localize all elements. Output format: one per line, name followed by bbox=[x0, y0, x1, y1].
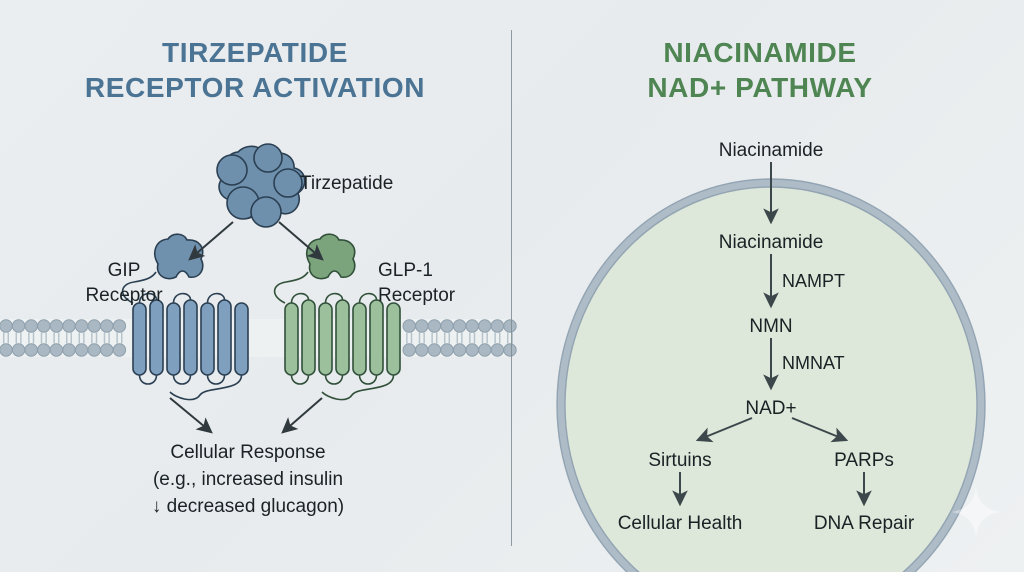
node-sirtuins: Sirtuins bbox=[648, 450, 712, 471]
enzyme-nampt-label: NAMPT bbox=[782, 271, 845, 291]
plasma-membrane bbox=[0, 319, 517, 357]
arrow-ligand-to-glp1 bbox=[278, 221, 324, 261]
right-title-line2: NAD+ PATHWAY bbox=[647, 71, 873, 103]
glp1-label-line1: GLP-1 bbox=[378, 260, 433, 281]
left-title-line2: RECEPTOR ACTIVATION bbox=[84, 71, 426, 103]
glp1-ecd-blob bbox=[306, 233, 356, 280]
glp1-receptor[interactable] bbox=[273, 233, 401, 401]
node-nmn: NMN bbox=[749, 316, 793, 337]
node-niacinamide-intracellular: Niacinamide bbox=[718, 232, 824, 253]
node-dna-repair: DNA Repair bbox=[813, 513, 915, 534]
response-line3: ↓ decreased glucagon) bbox=[151, 495, 345, 517]
vertical-divider bbox=[511, 30, 512, 546]
right-panel-title: NIACINAMIDE NAD+ PATHWAY bbox=[540, 36, 980, 105]
node-cellular-health: Cellular Health bbox=[617, 513, 743, 534]
arrow-nad-parps bbox=[791, 417, 849, 443]
right-diagram bbox=[556, 162, 986, 572]
tirzepatide-molecule[interactable] bbox=[216, 143, 306, 228]
tirzepatide-label: Tirzepatide bbox=[300, 173, 394, 194]
node-nad: NAD+ bbox=[745, 398, 797, 419]
gip-label-line1: GIP bbox=[107, 260, 141, 281]
glp1-label-line2: Receptor bbox=[378, 285, 456, 307]
arrow-glp1-to-response bbox=[281, 397, 323, 434]
node-niacinamide-extracellular: Niacinamide bbox=[718, 140, 824, 161]
cellular-response-label: Cellular Response (e.g., increased insul… bbox=[152, 440, 344, 521]
enzyme-nmnat-label: NMNAT bbox=[782, 353, 845, 373]
right-title-line1: NIACINAMIDE bbox=[663, 37, 857, 68]
response-line2: (e.g., increased insulin bbox=[152, 468, 344, 490]
left-title-line1: TIRZEPATIDE bbox=[161, 37, 348, 68]
left-diagram bbox=[0, 143, 517, 434]
node-parps: PARPs bbox=[834, 450, 894, 471]
arrow-nad-sirtuins bbox=[695, 417, 753, 443]
gip-receptor-label: GIP Receptor bbox=[85, 258, 162, 308]
pathway-arrows bbox=[672, 162, 872, 507]
arrow-ligand-to-gip bbox=[188, 221, 234, 261]
glp1-receptor-label: GLP-1 Receptor bbox=[378, 258, 455, 308]
gip-receptor[interactable] bbox=[121, 233, 249, 401]
response-line1: Cellular Response bbox=[170, 442, 326, 463]
arrow-gip-to-response bbox=[169, 397, 213, 434]
left-panel-title: TIRZEPATIDE RECEPTOR ACTIVATION bbox=[40, 36, 470, 105]
gip-label-line2: Receptor bbox=[85, 285, 163, 307]
